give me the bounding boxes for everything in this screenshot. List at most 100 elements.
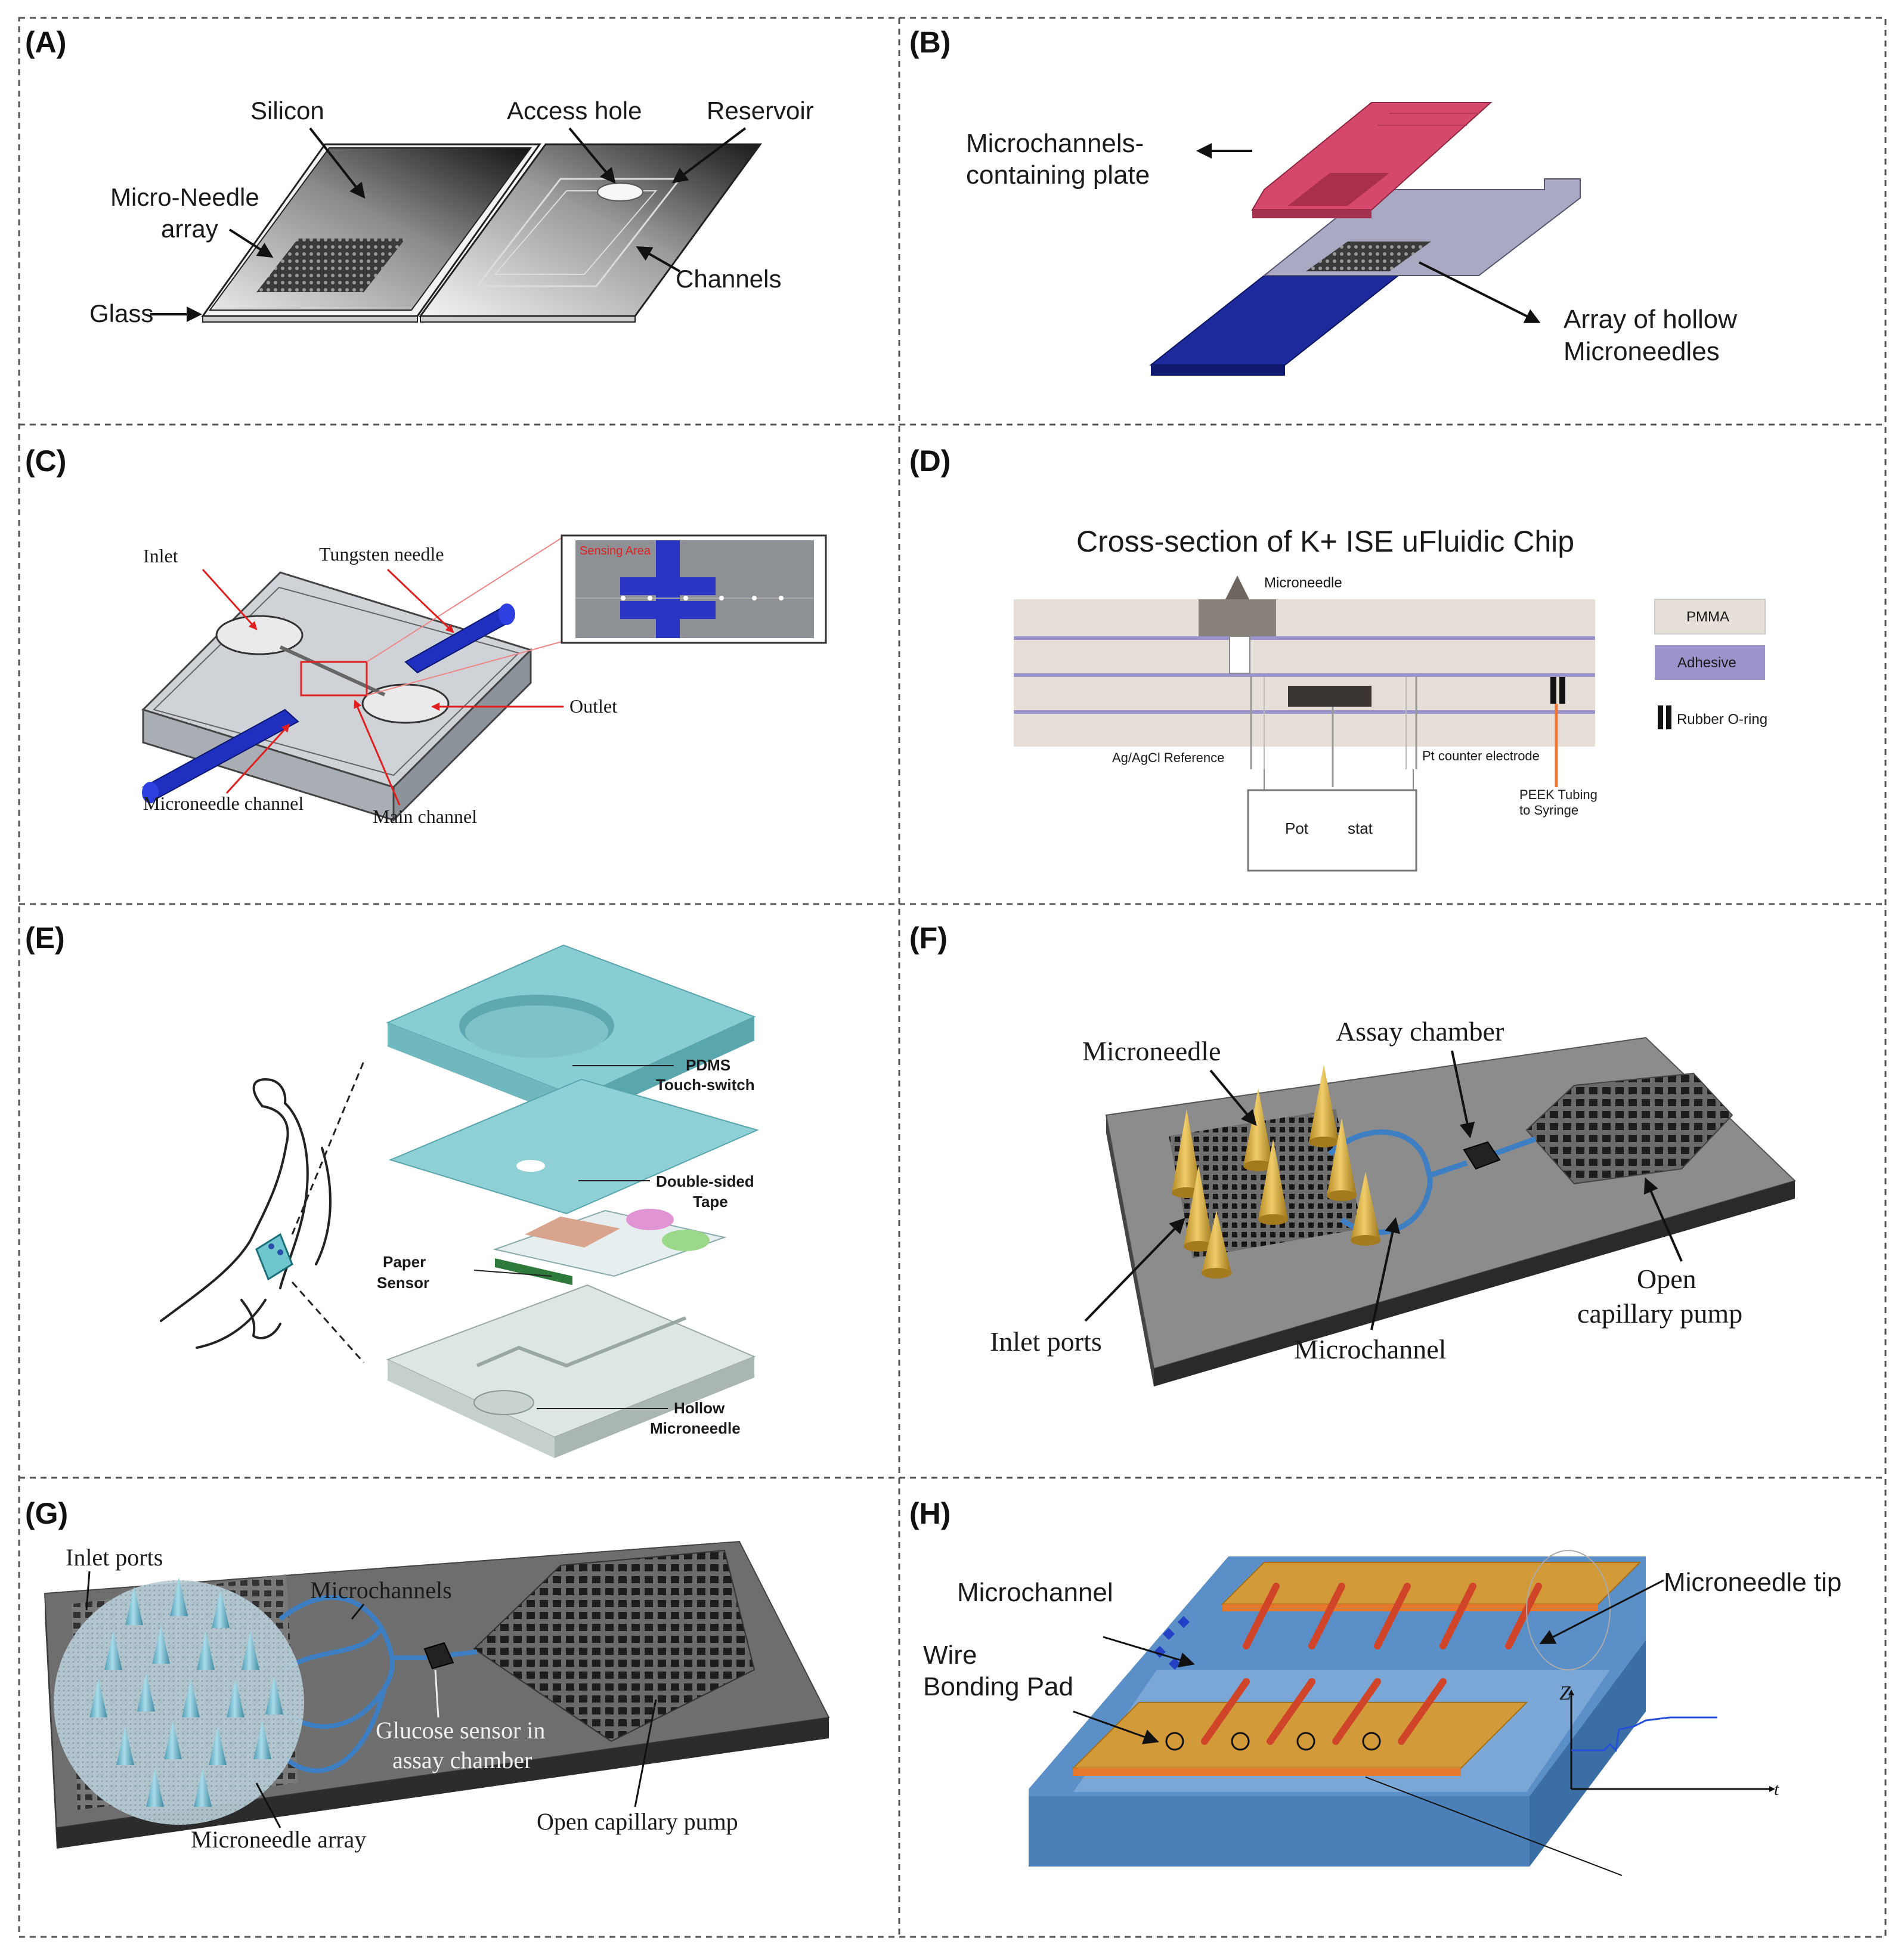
microneedle-tip-label: Microneedle tip: [1664, 1568, 1841, 1597]
middle-plate-grey: [1262, 178, 1581, 276]
paper-sensor-leader: [473, 1270, 552, 1277]
tape-label-line2: Tape: [693, 1193, 728, 1211]
inlet-ports-label: Inlet ports: [990, 1326, 1102, 1357]
signal-plot: [1568, 1689, 1775, 1792]
glucose-sensor-label-line1: Glucose sensor in: [376, 1717, 545, 1744]
wearable-device-on-arm: [255, 1233, 293, 1281]
panel-h-label: (H): [909, 1497, 951, 1530]
tape-layer: [389, 1078, 759, 1215]
inset-leader-bottom: [366, 641, 562, 696]
peek-label-line2: to Syringe: [1519, 803, 1578, 818]
counter-electrode-label: Pt counter electrode: [1422, 748, 1540, 763]
zoom-line-bottom: [291, 1282, 365, 1363]
inlet-ports-label: Inlet ports: [66, 1544, 163, 1571]
panel-b: (B) Microchannels- containing plate Arra…: [909, 26, 1737, 376]
microneedle-array-label-line2: array: [161, 215, 218, 243]
glucose-sensor-leader: [434, 1669, 439, 1718]
pad-row-bottom: [1072, 1702, 1528, 1776]
potentiostat-label-left: Pot: [1285, 819, 1309, 837]
top-plate-pink: [1251, 102, 1493, 218]
assay-chamber-label: Assay chamber: [1336, 1016, 1504, 1047]
microchannels-label: Microchannels: [310, 1577, 452, 1604]
hollow-microneedle-label-line1: Hollow: [674, 1399, 725, 1417]
tungsten-needle-arrow: [386, 568, 454, 633]
panel-f-label: (F): [909, 921, 948, 955]
microneedle-tip-arrow: [1539, 1579, 1664, 1644]
sensing-area-text: Sensing Area: [580, 544, 651, 558]
hollow-microneedle-array-pattern: [1306, 242, 1431, 271]
channels-arrow: [636, 246, 680, 273]
microneedle-base-block: [1199, 599, 1276, 636]
panel-d-label: (D): [909, 444, 951, 478]
panel-e: (E): [25, 921, 759, 1458]
inlet-ports-leader: [85, 1571, 91, 1611]
pdms-label-line2: Touch-switch: [656, 1076, 755, 1094]
microneedle-cones-f: [1172, 1064, 1380, 1279]
panel-h: (H): [909, 1497, 1841, 1876]
arm-sketch: [160, 1078, 332, 1349]
axis-z-label: Z: [1559, 1682, 1571, 1704]
microneedle-base-layer: [386, 1284, 756, 1458]
pump-label-line2: capillary pump: [1577, 1298, 1742, 1329]
glucose-sensor-chamber: [423, 1642, 454, 1670]
array-label-line1: Array of hollow: [1564, 305, 1737, 334]
capillary-pump-g: [473, 1549, 756, 1742]
panel-b-label: (B): [909, 26, 951, 59]
panel-e-label: (E): [25, 921, 65, 955]
legend-oring-label: Rubber O-ring: [1677, 711, 1767, 728]
panel-c-label: (C): [25, 444, 66, 478]
tape-label-line1: Double-sided: [656, 1172, 754, 1190]
channels-label: Channels: [676, 265, 781, 293]
zoom-circle: [1526, 1550, 1611, 1670]
tungsten-needle-label: Tungsten needle: [319, 543, 444, 565]
microneedle-array-pattern: [256, 239, 405, 292]
pump-leader: [634, 1699, 657, 1807]
silicon-label: Silicon: [250, 97, 324, 125]
legend-adhesive-swatch: [1655, 645, 1765, 680]
plate-label-line1: Microchannels-: [966, 129, 1144, 158]
pump-label: Open capillary pump: [537, 1808, 738, 1835]
peek-label-line1: PEEK Tubing: [1519, 787, 1597, 802]
chip-title: Cross-section of K+ ISE uFluidic Chip: [1076, 525, 1574, 558]
wire-arrow: [1073, 1710, 1159, 1744]
microneedle-label: Microneedle: [1264, 575, 1342, 591]
capillary-pump-shape: [1525, 1072, 1733, 1185]
microchannels-leader: [351, 1604, 365, 1620]
bottom-plate-blue: [1149, 275, 1400, 376]
pad-row-top: [1221, 1562, 1642, 1611]
wire-bond-circles: [1165, 1732, 1381, 1751]
paper-sensor-label-line2: Sensor: [377, 1274, 429, 1292]
channel-wafer-illustration: [419, 143, 762, 323]
reservoir-arrow: [671, 127, 747, 184]
assay-chamber-arrow: [1451, 1050, 1475, 1138]
electrodes-h: [1201, 1583, 1542, 1745]
inlet-ports-arrow: [1084, 1218, 1185, 1322]
microneedle-array-label-line1: Micro-Needle: [110, 183, 259, 211]
microneedle-array-arrow: [228, 228, 274, 258]
microneedle-arrow: [1209, 1069, 1257, 1126]
panel-grid-frame: [18, 17, 1887, 1938]
hollow-microneedle-label-line2: Microneedle: [650, 1419, 741, 1437]
inset-leader-top: [366, 537, 562, 663]
panel-a: (A) Silicon Access hole Reservoir Micro-…: [25, 26, 814, 327]
cross-section-layers: [1014, 575, 1595, 872]
assay-chamber-shape: [1463, 1141, 1501, 1170]
glass-label: Glass: [89, 299, 153, 327]
wire-label-line2: Bonding Pad: [923, 1672, 1073, 1701]
axis-t-label: t: [1774, 1779, 1779, 1799]
inlet-label: Inlet: [143, 545, 178, 567]
ise-sensor-block: [1288, 686, 1372, 707]
paper-sensor-label-line1: Paper: [383, 1253, 426, 1271]
microneedle-array-label: Microneedle array: [191, 1826, 366, 1853]
potentiostat-box: [1247, 789, 1417, 872]
diamond-markers: [1154, 1616, 1190, 1670]
pump-arrow: [1643, 1177, 1683, 1262]
reference-label: Ag/AgCl Reference: [1112, 750, 1224, 765]
plate-label-line2: containing plate: [966, 160, 1150, 190]
paper-sensor-layer: [493, 1209, 727, 1285]
microchannel-label: Microchannel: [1294, 1334, 1446, 1364]
microchannel-arrow: [1103, 1636, 1195, 1668]
pdms-label-line1: PDMS: [686, 1056, 730, 1074]
microchannel-label: Microchannel: [957, 1578, 1113, 1607]
